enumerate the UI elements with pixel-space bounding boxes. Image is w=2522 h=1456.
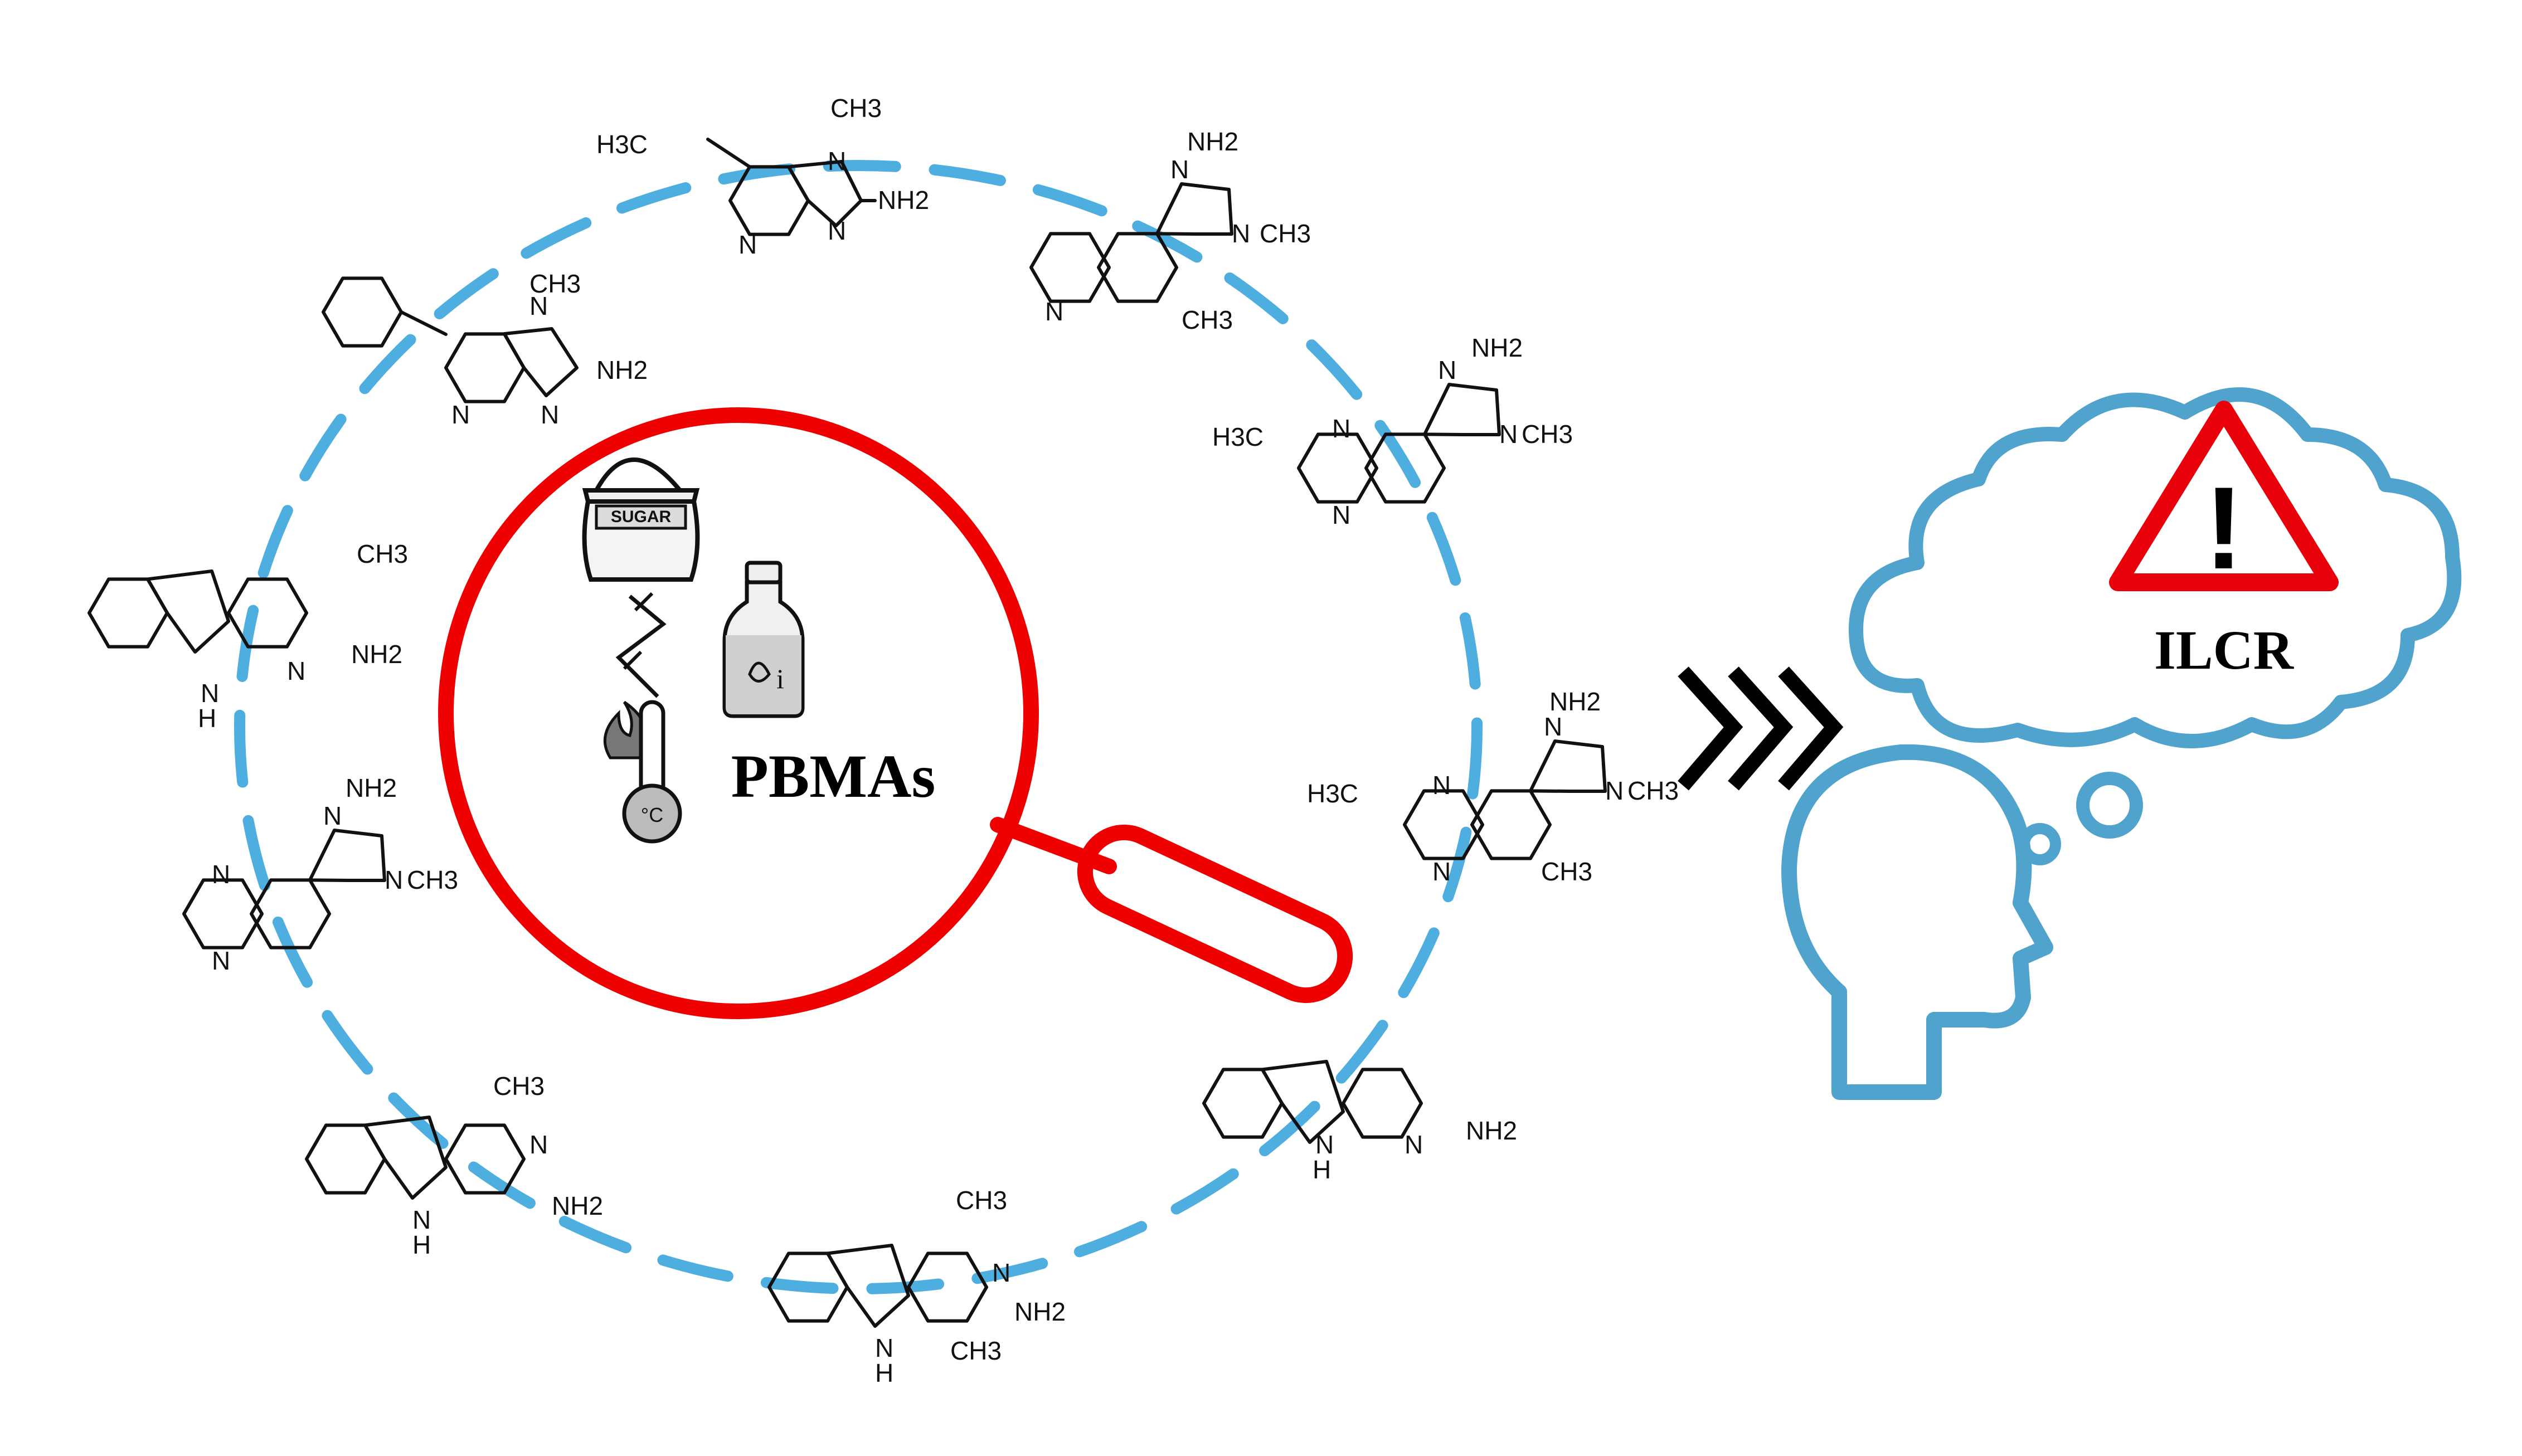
atom-label: N (412, 1205, 431, 1234)
atom-label: NH2 (1549, 687, 1601, 716)
chevron-arrows-icon (1678, 666, 1844, 791)
atom-label: CH3 (1260, 219, 1311, 248)
atom-label: CH3 (357, 539, 408, 568)
atom-label: CH3 (1627, 776, 1679, 805)
atom-label: N (212, 946, 230, 975)
center-label: PBMAs (731, 742, 936, 810)
molecule-1: H3C CH3 N NH2 N N (596, 94, 929, 259)
sugar-bag-icon: SUGAR (582, 457, 700, 582)
atom-label: N (1332, 500, 1350, 529)
atom-label: NH2 (1014, 1297, 1066, 1326)
molecule-2: N N NH2 N CH3 CH3 (1031, 127, 1311, 334)
atom-label: N (1332, 414, 1350, 443)
bottle-mark: i (776, 663, 784, 694)
atom-label: NH2 (552, 1191, 603, 1220)
atom-label: N (875, 1333, 893, 1362)
atom-label: NH2 (878, 186, 929, 215)
thermo-unit-label: °C (641, 804, 663, 826)
sugar-label: SUGAR (611, 508, 672, 526)
thermometer-flame-icon: °C (603, 700, 682, 844)
molecule-8: N H N NH2 (1204, 1060, 1517, 1184)
molecule-9: N H N CH3 NH2 (307, 1072, 603, 1259)
molecule-6: N N N NH2 N CH3 (184, 773, 458, 975)
atom-label: CH3 (493, 1072, 545, 1100)
atom-label: N (1605, 776, 1624, 805)
molecule-5: N H N CH3 NH2 (89, 539, 408, 733)
atom-label: N (212, 860, 230, 889)
atom-label: CH3 (830, 94, 882, 123)
atom-label: N (541, 400, 559, 429)
atom-label: NH2 (1466, 1116, 1517, 1145)
atom-label: H3C (1307, 779, 1358, 808)
atom-label: N (1405, 1130, 1423, 1159)
atom-label: NH2 (596, 356, 648, 384)
warning-triangle-icon: ! (2109, 401, 2339, 593)
hydrolysis-zigzag-icon (615, 592, 667, 698)
magnifier-lens (438, 407, 1039, 1019)
atom-label: H3C (596, 130, 648, 159)
atom-label: CH3 (1522, 420, 1573, 449)
atom-label: CH3 (407, 865, 458, 894)
molecule-3: N CH3 NH2 N N (323, 269, 648, 429)
atom-label: CH3 (956, 1186, 1007, 1215)
atom-label: N (992, 1258, 1010, 1287)
thought-bubble-large (2076, 772, 2143, 839)
molecule-4: H3C N N N NH2 N CH3 (1212, 333, 1573, 529)
molecule-10: N H N CH3 NH2 CH3 (769, 1186, 1066, 1387)
atom-label: N (828, 147, 846, 176)
atom-label: N (201, 679, 219, 708)
atom-label: N (1170, 155, 1189, 184)
atom-label: H (198, 704, 216, 733)
atom-label: N (529, 1130, 548, 1159)
head-silhouette-icon (1781, 744, 2053, 1100)
atom-label: H (412, 1230, 431, 1259)
atom-label: NH2 (1471, 333, 1523, 362)
atom-label: H (1313, 1155, 1331, 1184)
atom-label: N (1544, 712, 1562, 741)
magnifier-handle (1077, 824, 1353, 1004)
atom-label: H (875, 1358, 893, 1387)
atom-label: CH3 (529, 269, 581, 298)
atom-label: N (385, 865, 403, 894)
atom-label: N (1499, 420, 1518, 449)
atom-label: N (451, 400, 470, 429)
risk-label: ILCR (2154, 619, 2295, 681)
atom-label: N (287, 656, 305, 685)
atom-label: N (1045, 297, 1063, 326)
atom-label: N (529, 291, 548, 320)
atom-label: N (1315, 1130, 1334, 1159)
atom-label: NH2 (1187, 127, 1238, 156)
atom-label: NH2 (351, 640, 402, 669)
dashed-ring (234, 160, 1483, 1294)
atom-label: N (1432, 857, 1451, 886)
atom-label: CH3 (1541, 857, 1592, 886)
atom-label: N (1232, 219, 1250, 248)
atom-label: N (1438, 356, 1456, 384)
atom-label: N (1432, 771, 1451, 800)
atom-label: NH2 (346, 773, 397, 802)
molecule-7: H3C N N N NH2 N CH3 CH3 (1307, 687, 1679, 886)
atom-label: CH3 (1182, 305, 1233, 334)
milk-bottle-icon: i (722, 561, 805, 718)
atom-label: CH3 (950, 1336, 1002, 1365)
atom-label: H3C (1212, 422, 1264, 451)
warning-glyph: ! (2204, 462, 2243, 593)
atom-label: N (828, 216, 846, 245)
atom-label: N (323, 801, 342, 830)
magnifier-icon (438, 407, 1353, 1019)
atom-label: N (738, 230, 757, 259)
